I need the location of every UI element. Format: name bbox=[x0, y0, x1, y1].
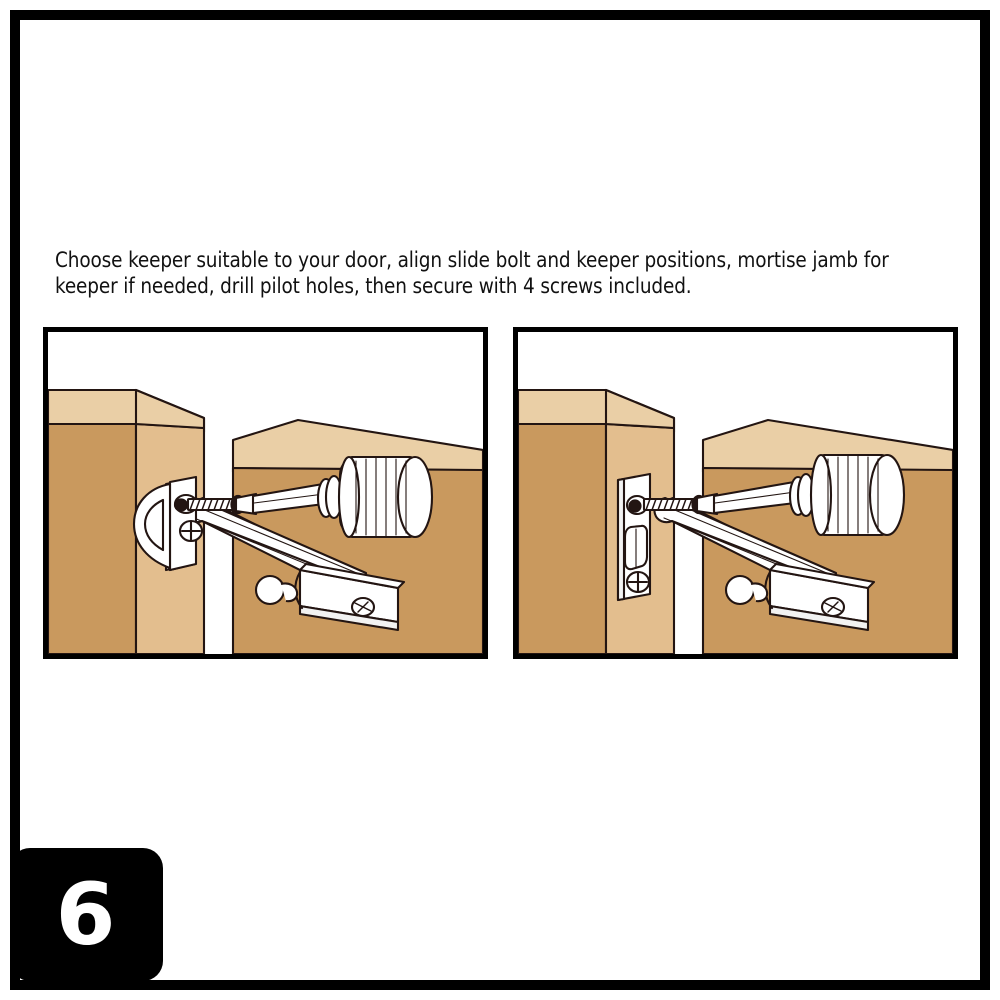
step-number-badge: 6 bbox=[10, 848, 163, 981]
step-number-label: 6 bbox=[55, 864, 116, 965]
screwdriver-group bbox=[234, 455, 434, 539]
illustration-panel-right: .r-ol { fill:none; stroke:#231512; strok… bbox=[513, 327, 958, 659]
slide-bolt-mount-group bbox=[724, 562, 876, 632]
illustration-panel-left: .ol { fill:none; stroke:#231512; stroke-… bbox=[43, 327, 488, 659]
slide-bolt-mount-group bbox=[254, 562, 406, 632]
loop-keeper-diagram: .ol { fill:none; stroke:#231512; stroke-… bbox=[48, 388, 483, 654]
instruction-caption: Choose keeper suitable to your door, ali… bbox=[55, 248, 889, 299]
mortise-keeper-diagram: .r-ol { fill:none; stroke:#231512; strok… bbox=[518, 388, 953, 654]
mortise-strike-plate-group bbox=[616, 472, 652, 602]
screwdriver-group bbox=[695, 453, 906, 537]
